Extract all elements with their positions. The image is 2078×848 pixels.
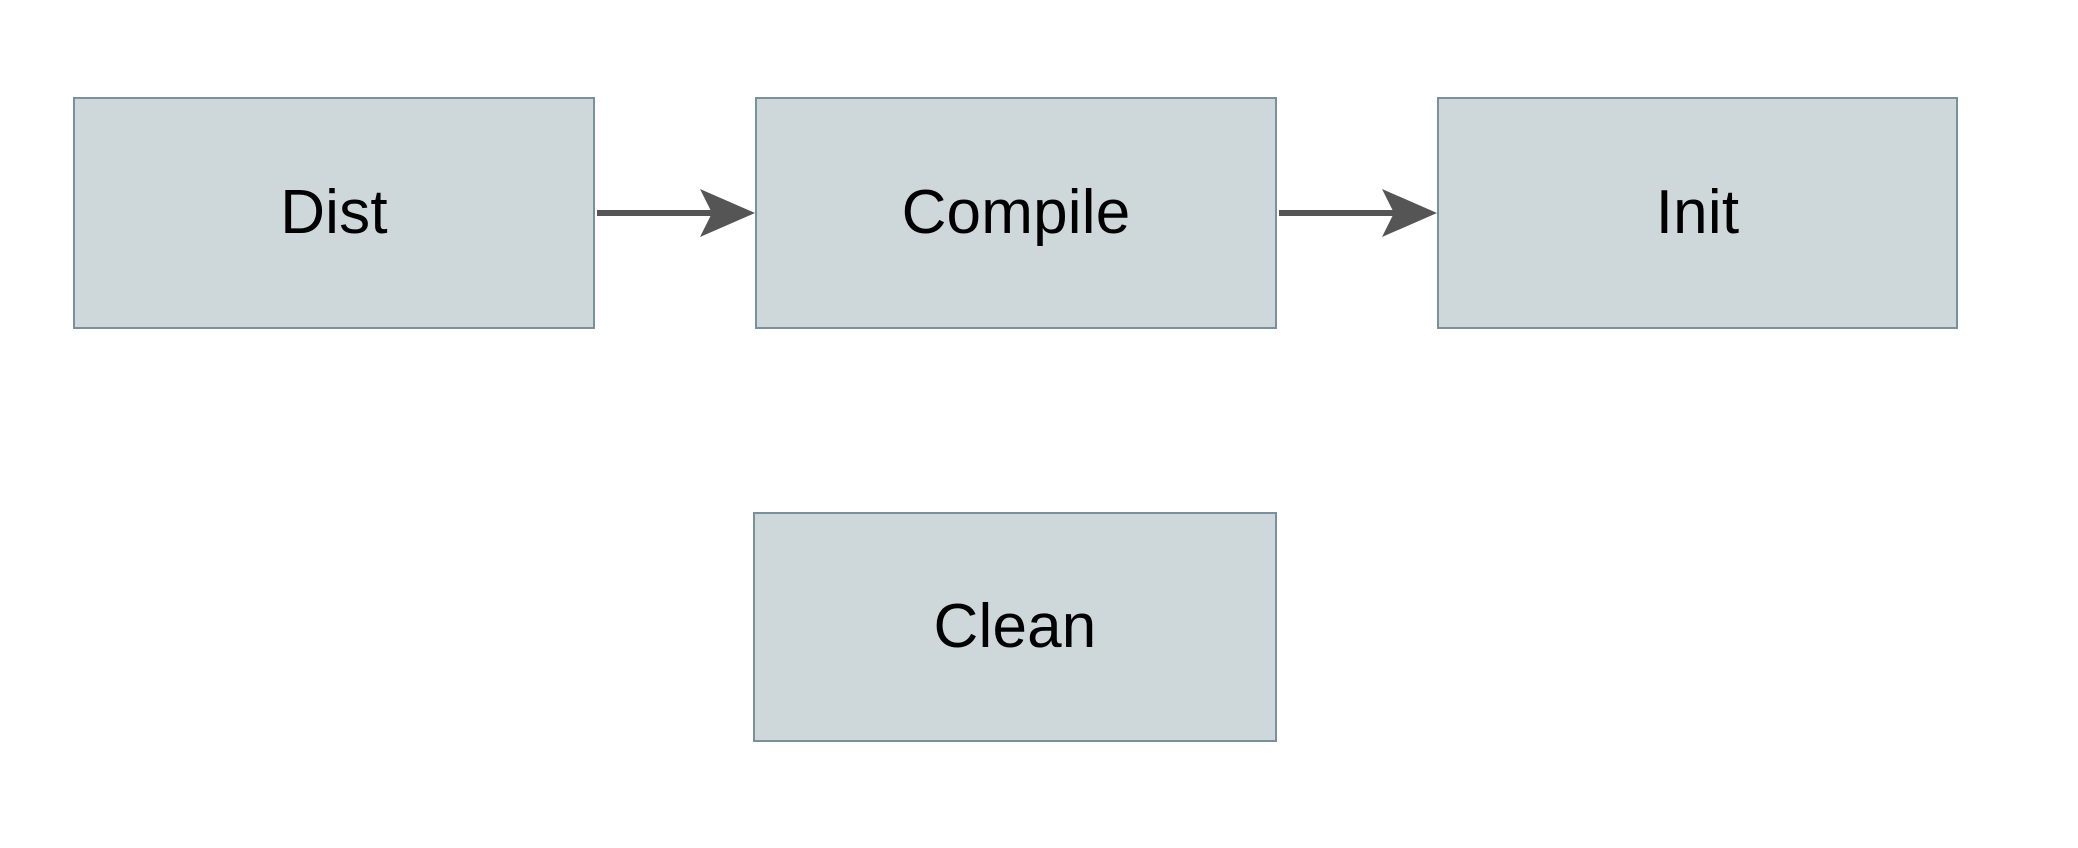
node-compile-label: Compile bbox=[901, 178, 1131, 247]
node-dist[interactable]: Dist bbox=[73, 97, 595, 329]
node-clean[interactable]: Clean bbox=[753, 512, 1277, 742]
edge-dist-to-compile[interactable] bbox=[597, 189, 755, 237]
node-dist-label: Dist bbox=[280, 178, 388, 247]
node-clean-label: Clean bbox=[933, 592, 1097, 661]
node-compile[interactable]: Compile bbox=[755, 97, 1277, 329]
node-init[interactable]: Init bbox=[1437, 97, 1958, 329]
edge-compile-to-init[interactable] bbox=[1279, 189, 1437, 237]
node-init-label: Init bbox=[1655, 178, 1740, 247]
arrowhead-icon bbox=[700, 189, 755, 237]
arrowhead-icon bbox=[1382, 189, 1437, 237]
